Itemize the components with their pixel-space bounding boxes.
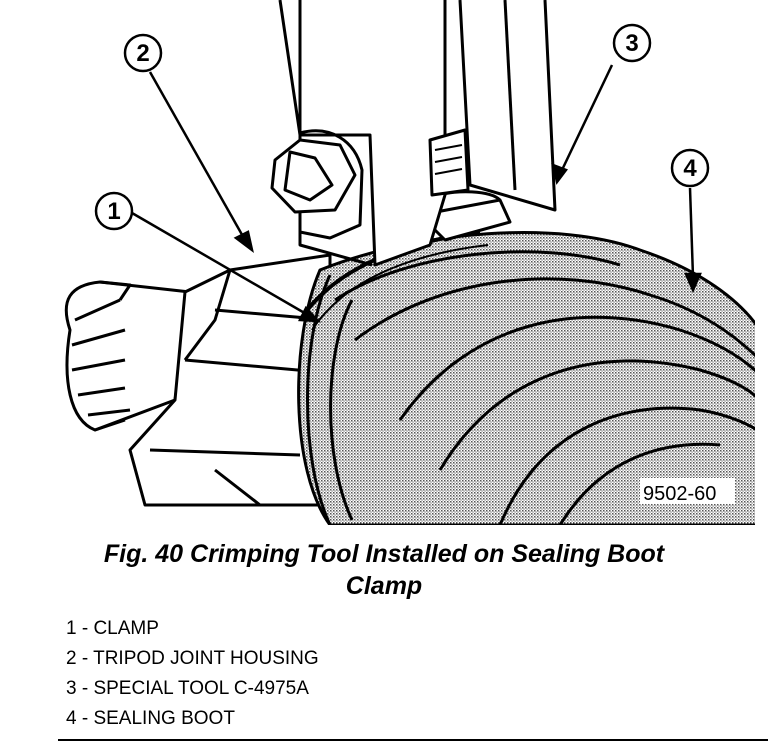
figure-caption: Fig. 40 Crimping Tool Installed on Seali… [0,538,768,602]
legend-item: 4 - SEALING BOOT [66,708,235,729]
callout-3: 3 [612,23,652,63]
boot-clamp [298,190,512,331]
leader-line-1 [131,211,309,317]
callout-4-label: 4 [683,155,697,182]
caption-line-2: Clamp [345,572,423,600]
leader-line-3 [560,64,614,171]
callout-2-label: 2 [136,40,149,67]
caption-line-1: Fig. 40 Crimping Tool Installed on Seali… [103,540,665,568]
callout-3-label: 3 [625,30,638,57]
callout-1-label: 1 [107,198,120,225]
parts-legend: 1 - CLAMP 2 - TRIPOD JOINT HOUSING 3 - S… [66,614,319,734]
callout-4: 4 [670,148,710,188]
leader-line-4 [688,187,695,278]
callout-1: 1 [94,191,134,231]
bottom-rule [58,739,768,741]
splined-shaft [64,280,192,432]
legend-item: 3 - SPECIAL TOOL C-4975A [66,678,309,699]
leader-line-2 [148,71,247,241]
crimping-tool [270,0,557,267]
legend-item: 2 - TRIPOD JOINT HOUSING [66,648,319,669]
tripod-joint-housing [128,253,332,507]
figure-id-label: 9502-60 [643,483,716,505]
legend-item: 1 - CLAMP [66,618,159,639]
crimping-tool-illustration: 2 3 1 4 9502-60 [64,0,755,525]
callout-2: 2 [123,33,163,73]
